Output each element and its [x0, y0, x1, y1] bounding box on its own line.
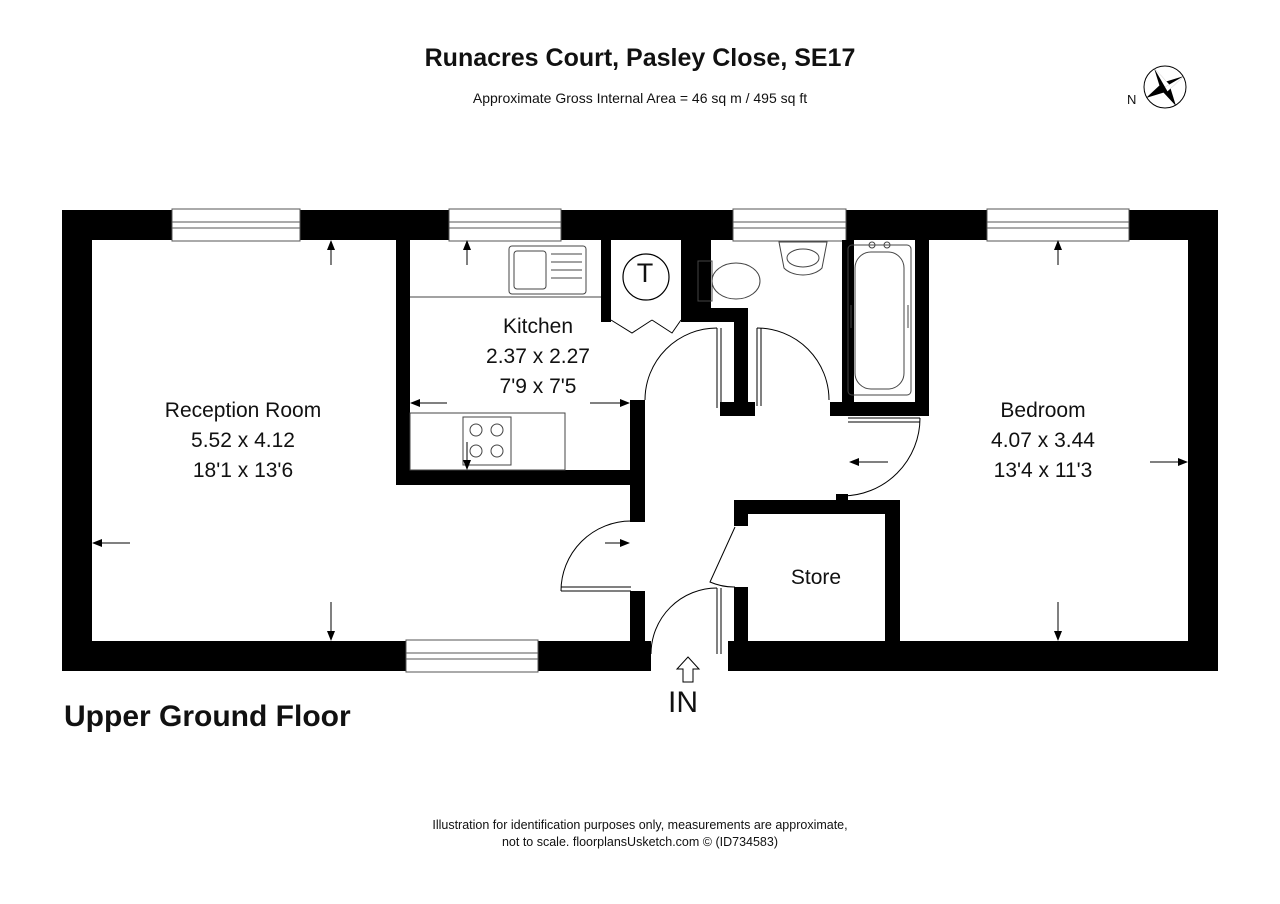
reception-imperial: 18'1 x 13'6: [192, 459, 294, 482]
reception-name: Reception Room: [164, 399, 322, 422]
disclaimer: Illustration for identification purposes…: [0, 817, 1280, 851]
reception-metric: 5.52 x 4.12: [191, 429, 295, 452]
floor-label: Upper Ground Floor: [64, 700, 351, 733]
plan-title: Runacres Court, Pasley Close, SE17: [424, 44, 856, 72]
kitchen-imperial: 7'9 x 7'5: [499, 375, 577, 398]
disclaimer-line-2: not to scale. floorplansUsketch.com © (I…: [501, 835, 778, 849]
north-label: N: [1127, 92, 1137, 107]
entrance-opening: [651, 640, 728, 672]
entrance-label: IN: [668, 686, 698, 719]
interior-walls: [396, 240, 929, 642]
entrance-arrow-icon: [675, 656, 701, 683]
water-cylinder-icon: [622, 253, 670, 301]
kitchen-metric: 2.37 x 2.27: [486, 345, 590, 368]
bedroom-imperial: 13'4 x 11'3: [993, 459, 1093, 482]
dimension-arrows: [92, 240, 1188, 641]
room-label-reception: Reception Room 5.52 x 4.12 18'1 x 13'6: [113, 396, 373, 486]
door-swings: [560, 319, 921, 655]
bedroom-metric: 4.07 x 3.44: [991, 429, 1095, 452]
kitchen-fixtures: [409, 245, 601, 471]
bathroom-fixtures: [697, 241, 912, 396]
room-label-bedroom: Bedroom 4.07 x 3.44 13'4 x 11'3: [943, 396, 1143, 486]
windows: [171, 208, 1130, 673]
room-label-store: Store: [790, 566, 842, 589]
area-subtitle: Approximate Gross Internal Area = 46 sq …: [472, 90, 808, 106]
disclaimer-line-1: Illustration for identification purposes…: [432, 818, 848, 832]
bedroom-name: Bedroom: [1000, 399, 1086, 422]
room-label-kitchen: Kitchen 2.37 x 2.27 7'9 x 7'5: [438, 312, 638, 402]
compass-rose-icon: [1143, 65, 1187, 109]
cylinder-label: T: [636, 258, 654, 288]
kitchen-name: Kitchen: [502, 315, 574, 338]
